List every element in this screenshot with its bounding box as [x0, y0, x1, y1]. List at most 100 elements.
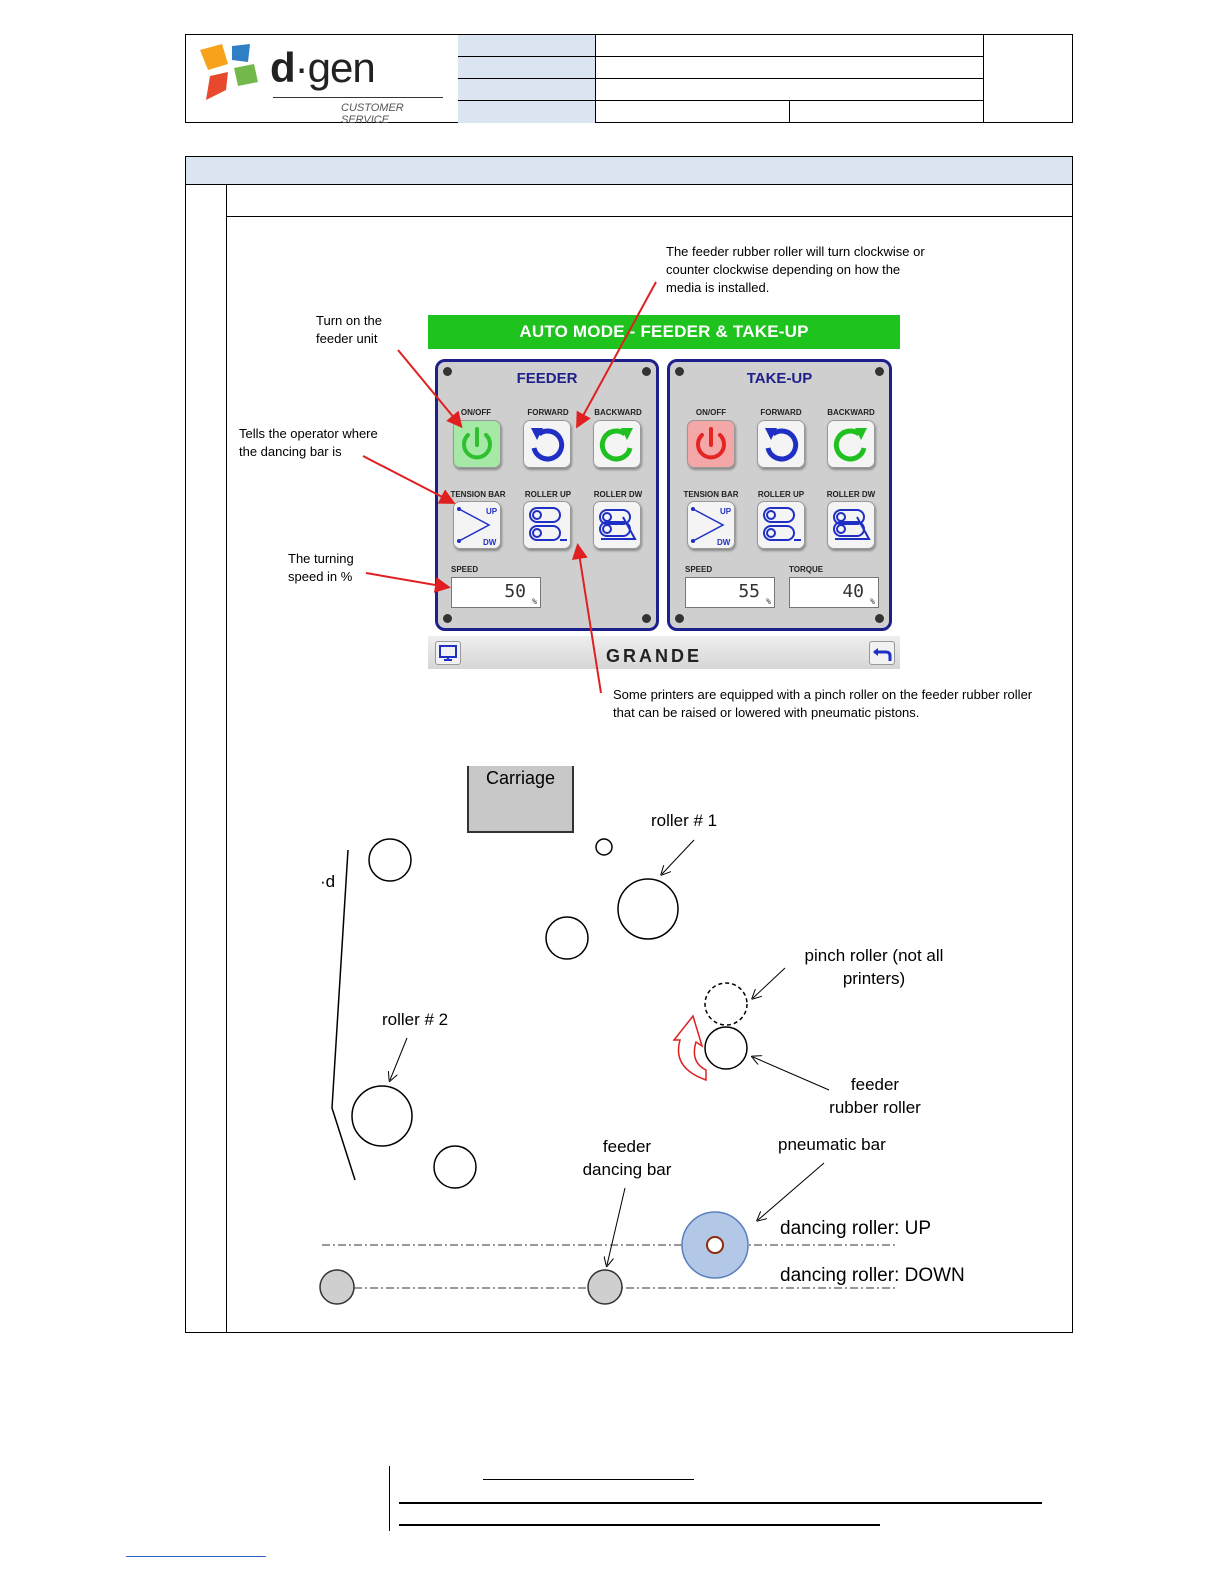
- header-value-cell: [596, 101, 790, 123]
- header-label-cell: [458, 79, 596, 101]
- takeup-title: TAKE-UP: [746, 370, 813, 387]
- tension-dw-text: DW: [483, 538, 497, 547]
- media-path: [331, 849, 356, 1181]
- carriage-label: Carriage: [485, 768, 556, 788]
- feeder-roller-dw-button[interactable]: [593, 501, 641, 549]
- power-icon: [696, 427, 726, 460]
- dancing-roller-circle: [319, 1269, 355, 1305]
- takeup-onoff-button[interactable]: [687, 420, 735, 468]
- roller-circle: [545, 916, 589, 960]
- arrow-rubber-roller: [576, 281, 657, 429]
- annotation-turn-on: Turn on the feeder unit: [316, 313, 383, 346]
- grande-logo: GRANDE: [606, 646, 703, 666]
- arrow-dancing-bar: [362, 455, 456, 504]
- roller-down-icon: [833, 509, 871, 540]
- rotate-clockwise-icon: [599, 428, 633, 462]
- screw-icon: [642, 614, 651, 623]
- tension-bar-label: TENSION BAR: [683, 490, 739, 499]
- tension-up-text: UP: [486, 507, 498, 516]
- tension-bar-label: TENSION BAR: [450, 490, 506, 499]
- screw-icon: [675, 367, 684, 376]
- roller-up-label: ROLLER UP: [757, 490, 805, 499]
- arrow-pinch: [571, 543, 602, 694]
- backward-label: BACKWARD: [594, 408, 642, 417]
- takeup-forward-button[interactable]: [757, 420, 805, 468]
- pneumatic-bar-axle: [706, 1236, 724, 1254]
- tension-up-text: UP: [720, 507, 732, 516]
- feeder-speed-field[interactable]: 50 %: [451, 577, 541, 608]
- takeup-tension-bar-button[interactable]: UP DW: [687, 501, 735, 549]
- logo-mark-icon: [200, 44, 258, 100]
- header-value-cell: [790, 101, 984, 123]
- arrow-pinch-roller: [753, 967, 786, 998]
- document-header: [185, 34, 1073, 123]
- feeder-rubber-roller-circle: [704, 1026, 748, 1070]
- feeder-rubber-roller-label: feeder rubber roller: [829, 1075, 921, 1117]
- takeup-torque-field[interactable]: 40 %: [789, 577, 879, 608]
- roller-up-label: ROLLER UP: [524, 490, 572, 499]
- takeup-speed-value: 55: [738, 581, 760, 602]
- rotation-arrow-icon: [672, 1014, 707, 1082]
- roller-down-icon: [599, 509, 637, 540]
- annotation-arrows: [362, 281, 657, 694]
- pinch-roller-label: pinch roller (not all printers): [804, 946, 944, 988]
- pinch-roller-circle: [704, 982, 748, 1026]
- rotate-counterclockwise-icon: [531, 428, 565, 462]
- arrow-roller-2: [390, 1037, 408, 1080]
- takeup-panel: TAKE-UP ON/OFF FORWARD BACKWARD TENSION …: [667, 359, 892, 631]
- screw-icon: [443, 367, 452, 376]
- roller-1-label: roller # 1: [651, 811, 718, 830]
- roller-circle: [595, 838, 613, 856]
- header-value-cell: [596, 79, 984, 101]
- takeup-roller-up-button[interactable]: [757, 501, 805, 549]
- annotation-pinch-roller: Some printers are equipped with a pinch …: [613, 687, 1033, 720]
- takeup-backward-button[interactable]: [827, 420, 875, 468]
- feeder-forward-button[interactable]: [523, 420, 571, 468]
- rotate-clockwise-icon: [833, 428, 867, 462]
- percent-unit: %: [766, 597, 771, 606]
- section-row-line: [226, 216, 1072, 217]
- footer-link-underline[interactable]: [126, 1556, 266, 1557]
- dancing-up-label: dancing roller: UP: [780, 1218, 932, 1239]
- roller-circle: [368, 838, 412, 882]
- torque-label: TORQUE: [789, 565, 824, 574]
- roller-1-circle: [617, 878, 679, 940]
- backward-label: BACKWARD: [827, 408, 875, 417]
- speed-label: SPEED: [451, 565, 479, 574]
- feeder-roller-up-button[interactable]: [523, 501, 571, 549]
- tension-bar-icon: UP DW: [691, 507, 732, 547]
- section-box: [185, 156, 1073, 1333]
- feeder-dancing-bar-circle: [587, 1269, 623, 1305]
- footer-line: [399, 1524, 880, 1526]
- onoff-label: ON/OFF: [460, 408, 492, 417]
- annotation-turning-speed: The turning speed in %: [288, 551, 354, 584]
- feeder-panel: FEEDER ON/OFF FORWARD BACKWARD TENSION B…: [435, 359, 659, 631]
- roller-dw-label: ROLLER DW: [593, 490, 643, 499]
- arrow-turn-on: [397, 349, 463, 429]
- percent-unit: %: [532, 597, 537, 606]
- roller-diagram: [319, 838, 896, 1305]
- takeup-speed-field[interactable]: 55 %: [685, 577, 775, 608]
- screw-icon: [443, 614, 452, 623]
- screw-icon: [675, 614, 684, 623]
- roller-dw-label: ROLLER DW: [826, 490, 876, 499]
- brand-subtitle: CUSTOMER SERVICE: [341, 102, 404, 126]
- feeder-dancing-bar-label: feeder dancing bar: [582, 1137, 672, 1179]
- roller-2-circle: [351, 1085, 413, 1147]
- screw-icon: [875, 614, 884, 623]
- rotate-counterclockwise-icon: [765, 428, 799, 462]
- brand-divider: [273, 97, 443, 98]
- monitor-button[interactable]: [435, 641, 461, 665]
- header-label-cell: [458, 35, 596, 57]
- roller-circle: [433, 1145, 477, 1189]
- pneumatic-bar-label: pneumatic bar: [778, 1135, 886, 1154]
- feeder-tension-bar-button[interactable]: UP DW: [453, 501, 501, 549]
- header-label-cell: [458, 57, 596, 79]
- annotation-dancing-bar: Tells the operator where the dancing bar…: [239, 426, 378, 459]
- back-button[interactable]: [869, 641, 895, 665]
- takeup-roller-dw-button[interactable]: [827, 501, 875, 549]
- forward-label: FORWARD: [760, 408, 802, 417]
- roller-up-icon: [529, 507, 567, 541]
- footer-line: [483, 1479, 694, 1480]
- feeder-backward-button[interactable]: [593, 420, 641, 468]
